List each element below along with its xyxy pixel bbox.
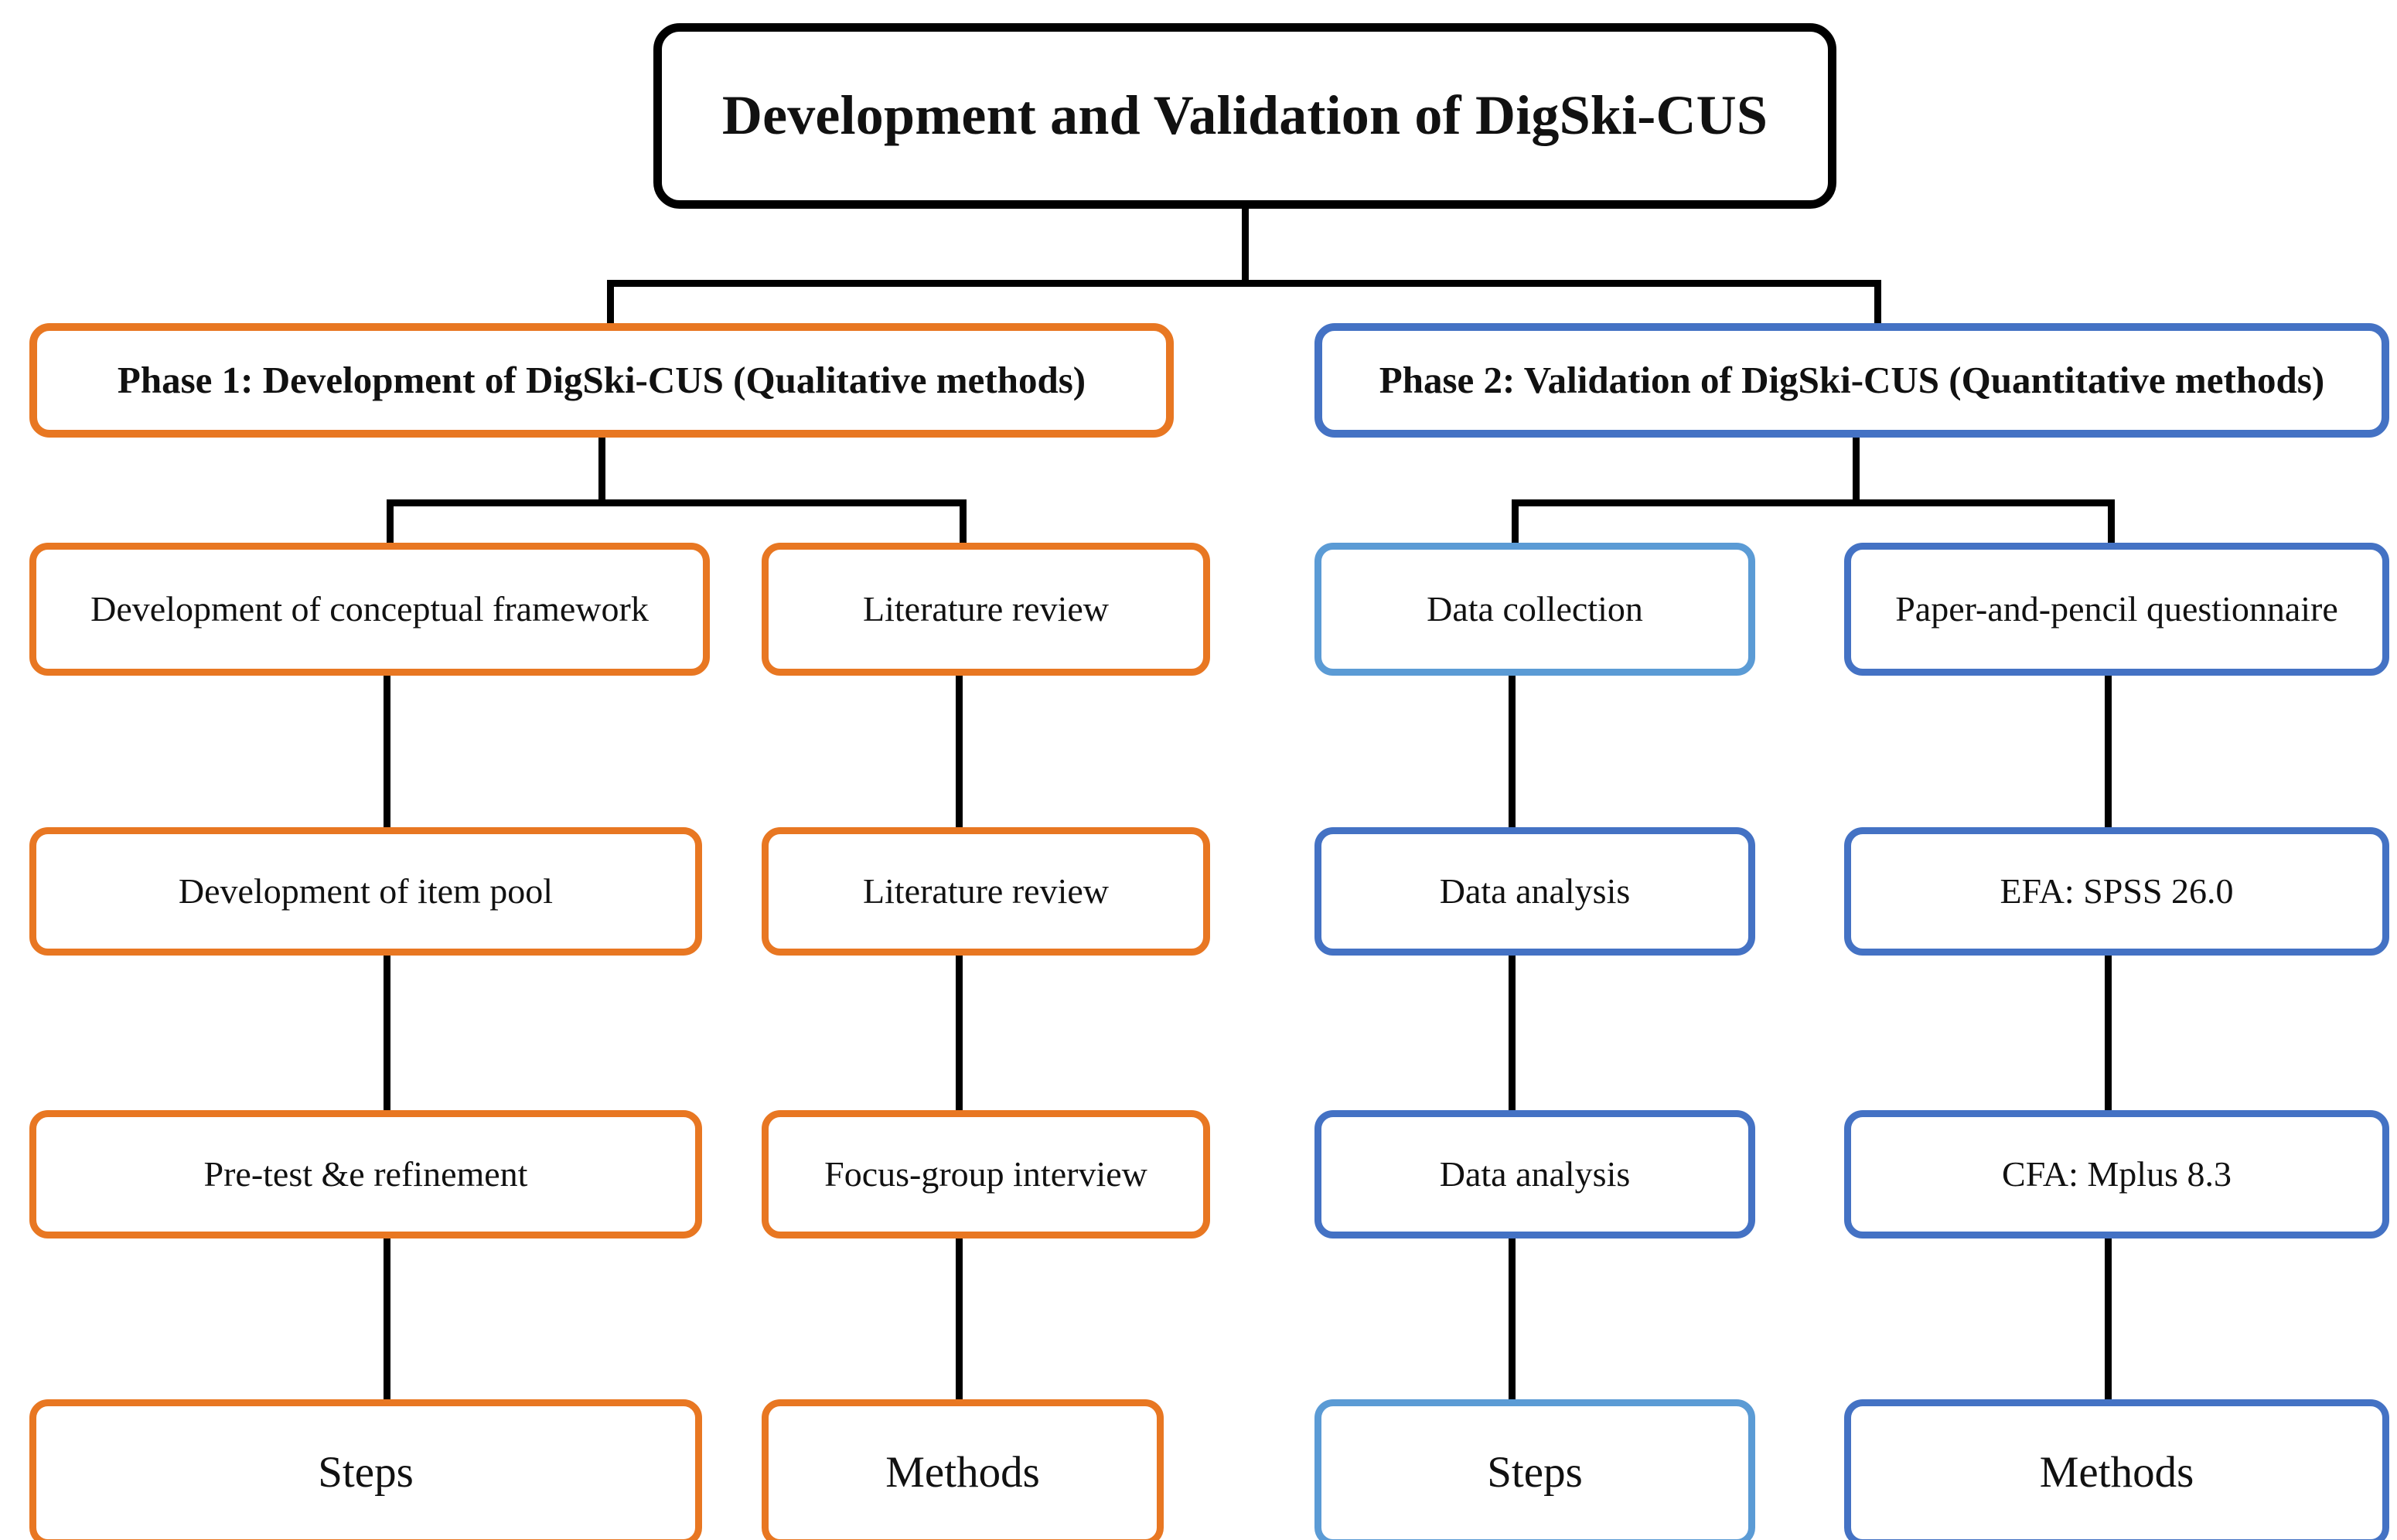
phase1-methods-node-3: Focus-group interview — [762, 1110, 1210, 1238]
phase2-steps-terminal-label: Steps — [1487, 1448, 1583, 1497]
phase1-methods-node-3-label: Focus-group interview — [824, 1153, 1147, 1194]
phase1-steps-node-3-label: Pre-test &e refinement — [203, 1153, 528, 1194]
connector-p2m-1-2 — [2105, 676, 2112, 832]
phase2-steps-node-2: Data analysis — [1314, 827, 1755, 956]
phase1-steps-node-1: Development of conceptual framework — [29, 543, 710, 676]
phase2-methods-node-2-label: EFA: SPSS 26.0 — [2000, 871, 2234, 911]
phase1-header-box: Phase 1: Development of DigSki-CUS (Qual… — [29, 323, 1174, 438]
connector-p2s-2-3 — [1509, 956, 1516, 1110]
phase2-header-box: Phase 2: Validation of DigSki-CUS (Quant… — [1314, 323, 2389, 438]
phase1-methods-node-1: Literature review — [762, 543, 1210, 676]
connector-p2s-1-2 — [1509, 676, 1516, 832]
connector-p1s-1-2 — [384, 676, 390, 832]
phase2-methods-terminal-label: Methods — [2039, 1448, 2194, 1497]
phase2-methods-node-1: Paper-and-pencil questionnaire — [1844, 543, 2389, 676]
connector-phase2-stem — [1853, 438, 1860, 504]
root-title-label: Development and Validation of DigSki-CUS — [721, 84, 1768, 147]
phase1-methods-terminal: Methods — [762, 1399, 1164, 1540]
phase2-steps-node-1-label: Data collection — [1427, 588, 1643, 629]
connector-p2m-3-4 — [2105, 1238, 2112, 1399]
connector-phase1-to-col2 — [960, 499, 967, 547]
phase1-steps-node-2-label: Development of item pool — [178, 871, 554, 911]
connector-phase2-to-col1 — [1512, 499, 1519, 547]
phase1-methods-node-2-label: Literature review — [863, 871, 1109, 911]
connector-root-to-phase1 — [607, 280, 614, 325]
phase2-steps-node-3-label: Data analysis — [1439, 1153, 1631, 1194]
phase1-methods-node-1-label: Literature review — [863, 588, 1109, 629]
connector-p2m-2-3 — [2105, 956, 2112, 1110]
phase1-methods-terminal-label: Methods — [885, 1448, 1040, 1497]
phase1-steps-node-2: Development of item pool — [29, 827, 702, 956]
connector-p1m-2-3 — [956, 956, 963, 1110]
connector-p1s-2-3 — [384, 956, 390, 1110]
phase2-methods-node-2: EFA: SPSS 26.0 — [1844, 827, 2389, 956]
phase2-methods-node-3-label: CFA: Mplus 8.3 — [2002, 1153, 2232, 1194]
connector-phase1-stem — [598, 438, 605, 504]
connector-p1m-3-4 — [956, 1238, 963, 1399]
connector-p2s-3-4 — [1509, 1238, 1516, 1399]
phase1-steps-node-1-label: Development of conceptual framework — [90, 588, 649, 629]
phase2-methods-node-3: CFA: Mplus 8.3 — [1844, 1110, 2389, 1238]
phase2-steps-node-1: Data collection — [1314, 543, 1755, 676]
phase2-steps-terminal: Steps — [1314, 1399, 1755, 1540]
phase2-header-label: Phase 2: Validation of DigSki-CUS (Quant… — [1379, 359, 2325, 402]
connector-root-bus — [607, 280, 1881, 287]
phase1-steps-terminal-label: Steps — [318, 1448, 414, 1497]
connector-phase1-to-col1 — [387, 499, 394, 547]
phase1-methods-node-2: Literature review — [762, 827, 1210, 956]
connector-p1m-1-2 — [956, 676, 963, 832]
connector-phase1-bus — [387, 499, 967, 506]
connector-p1s-3-4 — [384, 1238, 390, 1399]
phase2-methods-node-1-label: Paper-and-pencil questionnaire — [1895, 588, 2338, 629]
root-title-box: Development and Validation of DigSki-CUS — [653, 23, 1836, 209]
connector-root-stem — [1242, 207, 1249, 281]
connector-root-to-phase2 — [1874, 280, 1881, 325]
phase1-header-label: Phase 1: Development of DigSki-CUS (Qual… — [117, 359, 1086, 402]
phase1-steps-terminal: Steps — [29, 1399, 702, 1540]
phase1-steps-node-3: Pre-test &e refinement — [29, 1110, 702, 1238]
phase2-steps-node-2-label: Data analysis — [1439, 871, 1631, 911]
connector-phase2-to-col2 — [2108, 499, 2115, 547]
phase2-steps-node-3: Data analysis — [1314, 1110, 1755, 1238]
phase2-methods-terminal: Methods — [1844, 1399, 2389, 1540]
connector-phase2-bus — [1512, 499, 2115, 506]
